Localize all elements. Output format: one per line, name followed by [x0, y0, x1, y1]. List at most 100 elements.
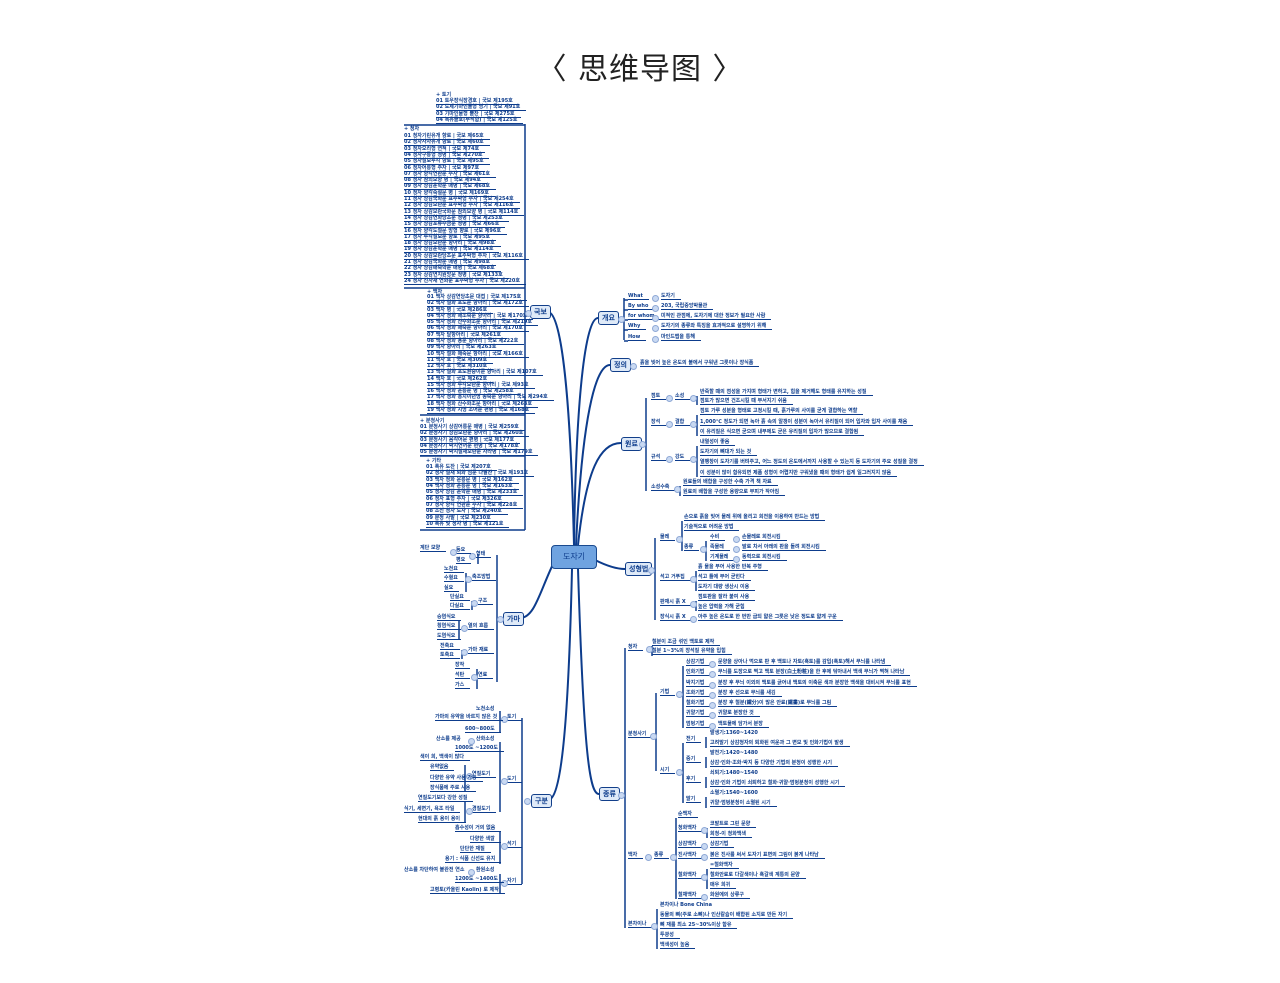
method-name[interactable]: 물레 — [660, 534, 676, 541]
category-name[interactable]: 토기 — [507, 714, 523, 721]
collapse-toggle-icon[interactable] — [700, 842, 708, 850]
kiln-type[interactable]: 가스 — [455, 682, 471, 689]
period-years[interactable]: 쇠퇴기:1480~1540 — [710, 770, 758, 776]
material-detail[interactable]: 이 유리질은 식으면 굳으며 내부에도 굳은 유리질의 입자가 많으므로 결합됨 — [700, 429, 865, 436]
wheel-type[interactable]: 기계물레 — [710, 554, 735, 561]
collapse-toggle-icon[interactable] — [689, 600, 697, 608]
kiln-type[interactable]: 토축요 — [440, 652, 460, 659]
collapse-toggle-icon[interactable] — [470, 599, 478, 607]
baekja-type[interactable]: 철채백자 — [678, 892, 703, 899]
subcategory-name[interactable]: 연질도기 — [472, 771, 497, 778]
collapse-toggle-icon[interactable] — [651, 314, 659, 322]
row-value[interactable]: 도자기의 종류와 특징을 효과적으로 설명하기 위해 — [661, 323, 773, 330]
baekja-desc[interactable]: 상감기법 — [710, 841, 735, 848]
topic-gaeyo[interactable]: 개요 — [598, 311, 619, 325]
type-detail[interactable]: 뼈 재를 최소 25~30%이상 함유 — [660, 922, 738, 929]
collapse-toggle-icon[interactable] — [700, 826, 708, 834]
topic-gubun[interactable]: 구분 — [531, 794, 552, 808]
material-detail[interactable]: 1,000℃ 정도가 되면 녹아 흙 속의 알갱이 성분이 녹아서 유리질이 되… — [700, 419, 914, 426]
list-item[interactable]: 04 녹유골호(부석함) | 국보 제125호 — [436, 117, 524, 124]
material-detail[interactable]: 점토가 많으면 건조시킬 때 부서지기 쉬움 — [700, 398, 793, 405]
category-detail[interactable]: 다양한 색깔 — [470, 836, 501, 843]
list-item[interactable]: 13 백자 철화 포도원숭이문 항아리 | 국보 제107호 — [427, 369, 543, 377]
list-item[interactable]: 02 분청사기 상감모란문 항아리 | 국보 제260호 — [420, 430, 530, 438]
list-item[interactable]: 22 청자 상감매죽학문 매병 | 국보 제68호 — [404, 265, 501, 273]
material-property[interactable]: 결합 — [675, 419, 691, 426]
list-item[interactable]: 05 분청사기 박지철채모란문 자라병 | 국보 제179호 — [420, 449, 539, 456]
category-name[interactable]: 자기 — [507, 878, 523, 885]
material-detail[interactable]: 원료의 배합을 구성한 용량으로 부피가 작아짐 — [683, 489, 786, 496]
method-subgroup[interactable]: 종류 — [684, 544, 700, 551]
collapse-toggle-icon[interactable] — [460, 648, 468, 656]
collapse-toggle-icon[interactable] — [464, 575, 472, 583]
collapse-toggle-icon[interactable] — [617, 315, 625, 323]
collapse-toggle-icon[interactable] — [689, 394, 697, 402]
period-name[interactable]: 말기 — [686, 796, 702, 803]
collapse-toggle-icon[interactable] — [673, 485, 681, 493]
list-item[interactable]: 11 백자 호 | 국보 제309호 — [427, 357, 494, 364]
row-key[interactable]: for whom — [628, 313, 661, 320]
collapse-toggle-icon[interactable] — [470, 673, 478, 681]
collapse-toggle-icon[interactable] — [700, 853, 708, 861]
list-item[interactable]: 17 백자 청화 홍치이년명 송죽문 항아리 | 국보 제294호 — [427, 394, 554, 402]
technique-name[interactable]: 인화기법 — [686, 669, 711, 676]
list-item[interactable]: 24 청자 진사채 연화문 표주박형 주자 | 국보 제220호 — [404, 278, 526, 285]
row-value[interactable]: 미적인 관점에, 도자기에 대한 정보가 필요한 사람 — [661, 313, 772, 320]
kiln-category[interactable]: 가마 재료 — [468, 647, 495, 654]
material-name[interactable]: 장석 — [651, 419, 667, 426]
list-item[interactable]: 16 청자 양각도철문 방형 향로 | 국보 제96호 — [404, 228, 507, 235]
method-detail[interactable]: 손으로 흙을 빚어 물레 위에 올리고 회전을 이용하여 만드는 방법 — [684, 514, 826, 521]
list-item[interactable]: 02 도제기마인물형 명기 | 국보 제91호 — [436, 104, 527, 112]
collapse-toggle-icon[interactable] — [460, 624, 468, 632]
category-detail[interactable]: 유약없음 — [430, 764, 455, 771]
type-name[interactable]: 청자 — [628, 644, 644, 651]
kiln-type[interactable]: 실요 — [444, 585, 460, 592]
list-item[interactable]: 02 백자 철화 포도문 항아리 | 국보 제172호 — [427, 300, 529, 308]
collapse-toggle-icon[interactable] — [708, 722, 716, 730]
category-detail[interactable]: 장식품에 주로 사용 — [430, 785, 477, 792]
method-name[interactable]: 석고 거푸집 — [660, 574, 691, 581]
type-detail[interactable]: 철분 1~3%의 장석질 유약을 입힘 — [652, 648, 732, 655]
collapse-toggle-icon[interactable] — [665, 455, 673, 463]
list-item[interactable]: 03 분청사기 음각어문 편병 | 국보 제177호 — [420, 437, 521, 444]
list-item[interactable]: 08 청자 참외모양 병 | 국보 제94호 — [404, 177, 487, 185]
list-item[interactable]: 08 조선 청자 도자 | 국보 제240호 — [426, 508, 508, 516]
technique-name[interactable]: 박지기법 — [686, 680, 711, 687]
period-years[interactable]: 발생기:1360~1420 — [710, 730, 758, 736]
kiln-type[interactable]: 등요 — [456, 547, 472, 554]
category-detail[interactable]: 1200도 ~1400도 — [455, 876, 504, 883]
category-detail[interactable]: 산소를 제공 — [436, 736, 461, 742]
material-detail[interactable]: 내열성이 좋음 — [700, 439, 736, 446]
wheel-desc[interactable]: 동력으로 회전시킴 — [742, 554, 787, 561]
category-detail[interactable]: 현대의 흙 용이 용이 — [418, 816, 467, 823]
baekja-desc[interactable]: =철화백자 — [710, 862, 739, 869]
method-detail[interactable]: 흙 물을 부어 사용한 반복 주형 — [698, 564, 768, 571]
kiln-category[interactable]: 형태 — [476, 551, 492, 558]
row-key[interactable]: What — [628, 293, 649, 300]
list-item[interactable]: 10 백자 철화 매죽문 항아리 | 국보 제166호 — [427, 351, 529, 358]
list-item[interactable]: 06 백자 청화 매죽문 항아리 | 국보 제170호 — [427, 325, 529, 333]
collapse-toggle-icon[interactable] — [708, 711, 716, 719]
kiln-type[interactable]: 도염식요 — [437, 633, 462, 640]
topic-jeongui[interactable]: 정의 — [610, 358, 631, 372]
type-detail[interactable]: 철분이 조금 섞인 백토로 제작 — [652, 639, 721, 646]
wheel-desc[interactable]: 발로 차서 아래의 판을 돌려 회전시킴 — [742, 544, 826, 551]
material-property[interactable]: 소성 — [675, 393, 691, 400]
wheel-type[interactable]: 수비 — [710, 534, 726, 541]
technique-group[interactable]: 기법 — [660, 689, 676, 696]
collapse-toggle-icon[interactable] — [500, 879, 508, 887]
collapse-toggle-icon[interactable] — [523, 797, 531, 805]
collapse-toggle-icon[interactable] — [708, 670, 716, 678]
kiln-type[interactable]: 노천요 — [444, 566, 464, 573]
technique-name[interactable]: 철화기법 — [686, 700, 711, 707]
list-item[interactable]: 03 기마인물형 뿔잔 | 국보 제275호 — [436, 111, 521, 118]
collapse-toggle-icon[interactable] — [467, 868, 475, 876]
kiln-category[interactable]: 구조 — [478, 598, 494, 605]
group-header[interactable]: + 기타 — [426, 458, 442, 464]
list-item[interactable]: 05 청자 상감 운학문 매병 | 국보 제233호 — [426, 489, 524, 497]
kiln-type[interactable]: 장작 — [455, 662, 471, 669]
firing-type[interactable]: 환원소성 — [476, 867, 495, 873]
category-detail[interactable]: 가마의 유약을 바르지 않은 것 — [435, 714, 504, 721]
technique-desc[interactable]: 귀얄로 분장한 것 — [718, 710, 760, 717]
category-detail[interactable]: 단단한 재질 — [460, 846, 491, 853]
